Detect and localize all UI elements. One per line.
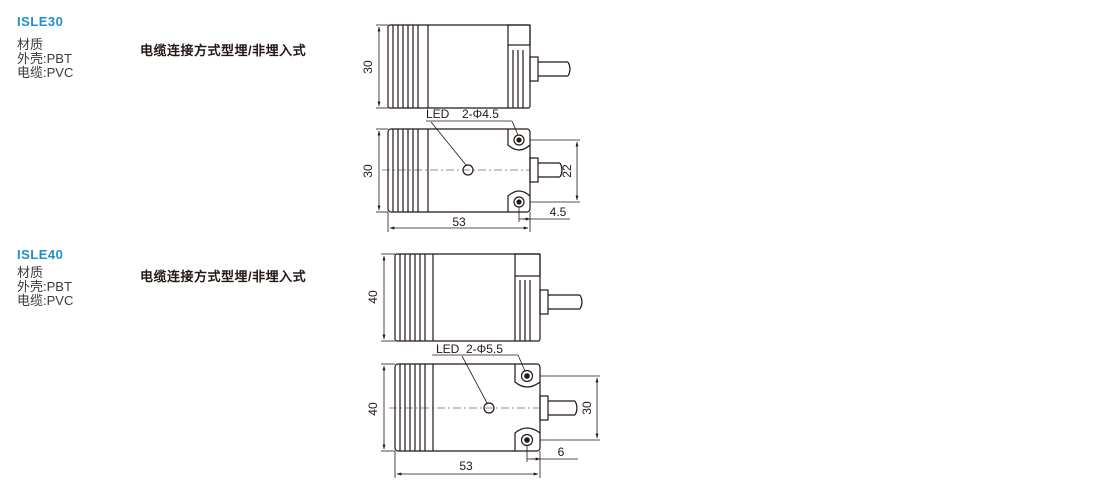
spec-housing: 外壳:PBT bbox=[17, 51, 72, 66]
spec-cable: 电缆:PVC bbox=[17, 293, 74, 308]
spec-cable: 电缆:PVC bbox=[17, 65, 74, 80]
spec-list-isle40: 材质 外壳:PBT 电缆:PVC bbox=[17, 266, 73, 308]
isle30-led-label: LED bbox=[426, 107, 450, 121]
isle40-length-label: 53 bbox=[459, 459, 473, 473]
isle30-side-height-label: 30 bbox=[361, 60, 375, 74]
isle30-offset-label: 4.5 bbox=[550, 205, 567, 219]
isle30-front-view bbox=[376, 120, 580, 232]
isle30-front-height-label: 30 bbox=[361, 164, 375, 178]
isle40-spacing-label: 30 bbox=[580, 401, 594, 415]
isle40-front-view bbox=[381, 354, 600, 478]
isle40-led-label: LED bbox=[436, 342, 460, 356]
mounting-type-isle40: 电缆连接方式型埋/非埋入式 bbox=[140, 269, 307, 284]
spec-material: 材质 bbox=[17, 265, 44, 280]
isle40-offset-label: 6 bbox=[558, 445, 565, 459]
model-title-isle40: ISLE40 bbox=[17, 247, 64, 262]
isle30-spacing-label: 22 bbox=[560, 164, 574, 178]
model-title-isle30: ISLE30 bbox=[17, 14, 64, 29]
isle30-hole-label: 2-Φ4.5 bbox=[462, 107, 499, 121]
isle30-length-label: 53 bbox=[452, 215, 466, 229]
mounting-type-isle30: 电缆连接方式型埋/非埋入式 bbox=[140, 43, 307, 58]
spec-material: 材质 bbox=[17, 37, 44, 52]
spec-list-isle30: 材质 外壳:PBT 电缆:PVC bbox=[17, 38, 73, 80]
isle40-front-height-label: 40 bbox=[366, 402, 380, 416]
isle40-side-view bbox=[381, 253, 583, 342]
spec-housing: 外壳:PBT bbox=[17, 279, 72, 294]
isle40-side-height-label: 40 bbox=[366, 290, 380, 304]
isle40-hole-label: 2-Φ5.5 bbox=[466, 342, 503, 356]
isle30-side-view bbox=[376, 24, 571, 109]
